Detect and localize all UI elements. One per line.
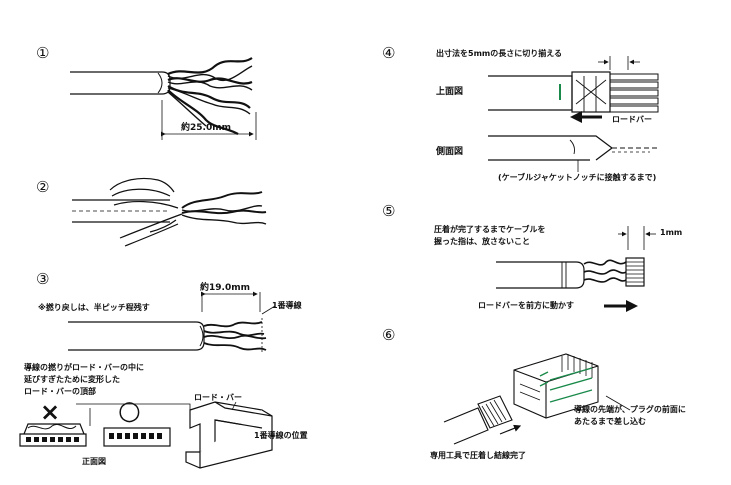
step6-insert-line2: あたるまで差し込む (574, 417, 646, 426)
step3-cable-figure (68, 291, 276, 354)
step4-number: ④ (382, 44, 396, 62)
step2-hand-figure (72, 177, 267, 247)
step4-top-view-label: 上面図 (436, 87, 464, 97)
step5-move-label: ロードバーを前方に動かす (478, 301, 574, 310)
step5-hold-line2: 握った指は、放さないこと (434, 237, 530, 246)
step5-dimension-label: 1mm (660, 228, 683, 237)
step6-crimp-label: 専用工具で圧着し結線完了 (430, 451, 526, 460)
step4-trim-label: 出寸法を5mmの長さに切り揃える (436, 49, 562, 58)
good-mark: ○ (118, 396, 141, 426)
step6-number: ⑥ (382, 326, 396, 344)
step1-number: ① (36, 44, 50, 62)
step3-load-bar-label: ロード・バー (194, 393, 242, 402)
good-load-bar-figure (103, 427, 171, 447)
step5-hold-line1: 圧着が完了するまでケーブルを (434, 225, 546, 234)
step5-figure (496, 226, 656, 289)
step5-number: ⑤ (382, 202, 396, 220)
step3-dimension-label: 約19.0mm (200, 283, 250, 293)
step3-front-view-label: 正面図 (82, 457, 106, 466)
step4-arrowhead (570, 111, 582, 123)
step4-side-view-figure (488, 135, 658, 172)
step4-top-view-figure (488, 56, 659, 113)
step1-cable-figure (70, 57, 257, 140)
step4-notch-label: (ケーブルジャケットノッチに接触するまで) (498, 173, 657, 182)
step3-warning-line3: ロード・バーの頂部 (24, 387, 96, 396)
step3-note: ※撚り戻しは、半ピッチ程残す (38, 303, 150, 312)
bad-mark: × (40, 398, 61, 426)
step4-side-view-label: 側面図 (436, 147, 464, 157)
step3-wire1-position-label: 1番導線の位置 (254, 431, 308, 440)
step3-warning-line1: 導線の撚りがロード・バーの中に (24, 363, 144, 372)
step2-number: ② (36, 178, 50, 196)
step1-dimension-label: 約25.0mm (181, 123, 231, 133)
step6-insert-line1: 導線の先端が、プラグの前面に (574, 405, 686, 414)
load-bar-3d-figure (185, 401, 273, 469)
step3-number: ③ (36, 270, 50, 288)
step6-plug-figure (443, 353, 631, 445)
bad-load-bar-figure (19, 423, 87, 447)
step3-wire1-label: 1番導線 (272, 301, 302, 310)
step5-arrowhead (626, 300, 638, 312)
step3-warning-line2: 延びすぎたために変形した (24, 375, 120, 384)
step4-load-bar-label: ロードバー (612, 115, 652, 124)
